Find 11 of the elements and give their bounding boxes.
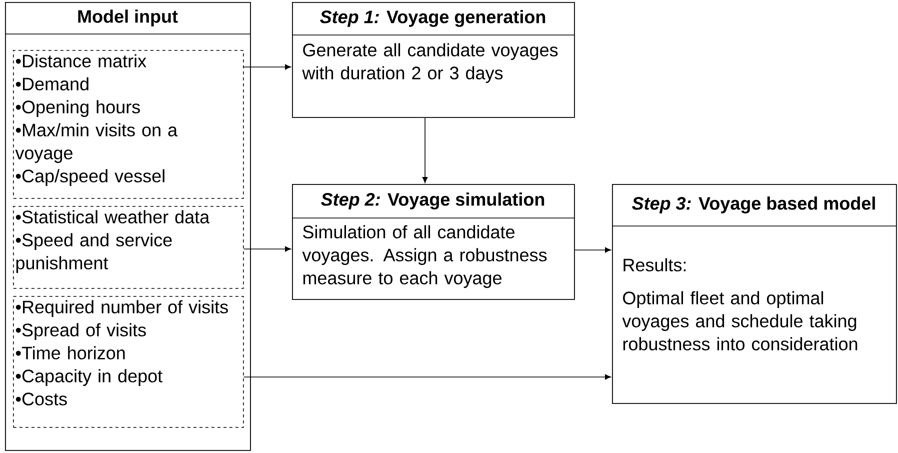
input-group-box: •Distance matrix •Demand •Opening hours •Max/min visits on a voyage •Cap/speed vessel: [13, 50, 244, 199]
arrow: [243, 64, 291, 70]
arrow: [574, 247, 611, 253]
arrow: [422, 118, 428, 183]
input-group-box: •Statistical weather data •Speed and service punishment: [13, 206, 244, 289]
step-box: Step 2: Voyage simulation Simulation of all candidate voyages. Assign a robustness measure to each voyage: [292, 184, 575, 300]
step-box: Step 3: Voyage based model Results: Optimal fleet and optimal voyages and schedule taking robustness into consideration: [612, 184, 897, 404]
input-group-box: •Required number of visits •Spread of visits •Time horizon •Capacity in depot •Costs: [13, 296, 244, 428]
step-box: Step 1: Voyage generation Generate all candidate voyages with duration 2 or 3 days: [292, 2, 575, 118]
arrow: [243, 246, 291, 252]
arrow: [243, 374, 611, 380]
